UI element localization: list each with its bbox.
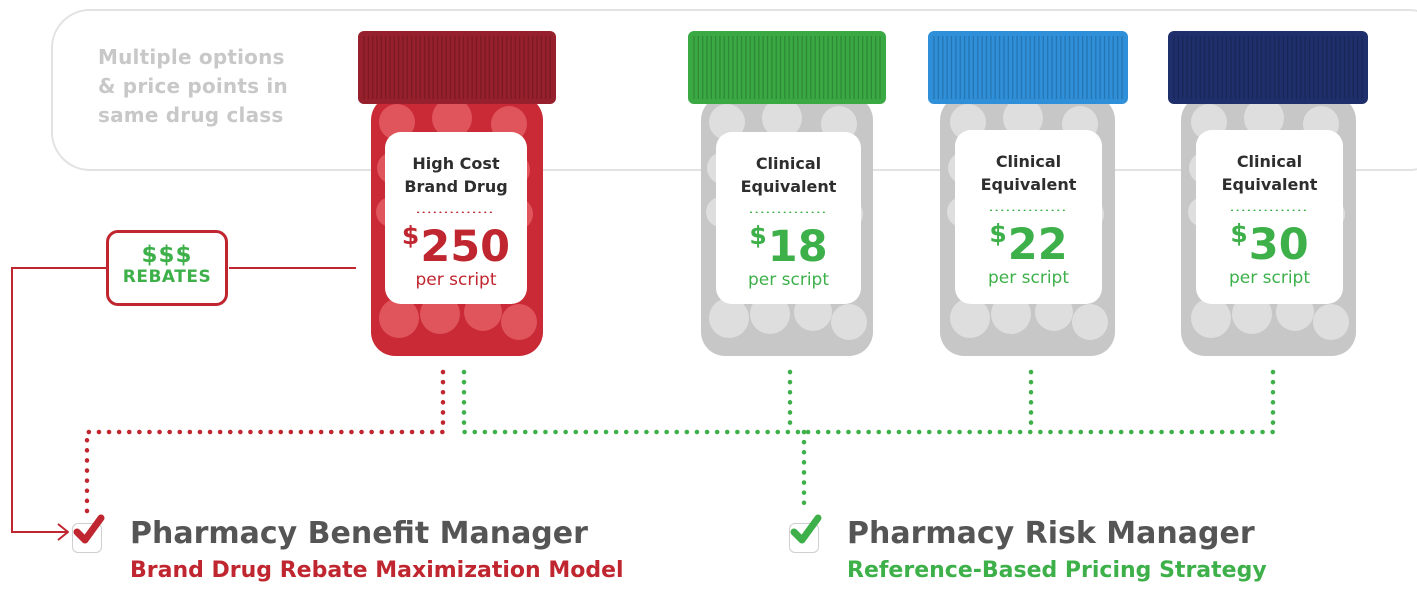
rebates-amount: $$$ xyxy=(141,242,193,268)
price-unit: per script xyxy=(987,268,1069,288)
options-note: Multiple options & price points in same … xyxy=(98,43,328,130)
bottle-title-line: Equivalent xyxy=(740,177,837,196)
price-unit: per script xyxy=(747,270,829,290)
options-note-line: Multiple options xyxy=(98,45,285,69)
price-unit: per script xyxy=(1228,268,1310,288)
bottle-price: $18 xyxy=(716,223,861,269)
dotted-divider xyxy=(989,209,1068,212)
rebate-arrowhead xyxy=(57,523,69,541)
bottle-cap xyxy=(928,31,1128,104)
pill xyxy=(1313,304,1349,340)
price-amount: 22 xyxy=(1007,220,1068,270)
pill xyxy=(1232,294,1272,334)
pill xyxy=(432,98,472,138)
pill xyxy=(762,98,802,138)
bottle-price: $250 xyxy=(385,223,527,269)
bottle-title-line: Equivalent xyxy=(980,175,1077,194)
rebates-box: $$$ REBATES xyxy=(106,230,228,306)
bottle-price: $22 xyxy=(955,221,1102,267)
price-amount: 18 xyxy=(767,222,828,272)
pill xyxy=(709,104,745,140)
pill xyxy=(831,304,867,340)
bottle-cap xyxy=(1168,31,1368,104)
pill xyxy=(1244,98,1284,138)
currency-symbol: $ xyxy=(401,221,420,250)
bottle-title-line: Clinical xyxy=(995,152,1062,171)
pill xyxy=(1191,298,1231,338)
rebate-line-left xyxy=(11,267,106,533)
pill xyxy=(1072,304,1108,340)
pill xyxy=(1003,98,1043,138)
dotted-divider xyxy=(1230,209,1309,212)
checkmark-icon xyxy=(790,514,822,544)
bottle-title-line: Brand Drug xyxy=(404,177,508,196)
pbm-block: Pharmacy Benefit Manager Brand Drug Reba… xyxy=(68,506,688,596)
options-note-line: & price points in xyxy=(98,74,288,98)
prm-title: Pharmacy Risk Manager xyxy=(847,516,1255,551)
price-unit: per script xyxy=(415,270,497,290)
currency-symbol: $ xyxy=(989,219,1007,248)
pill xyxy=(991,294,1031,334)
bottle-cap xyxy=(688,31,886,104)
bottle-label-brand: High Cost Brand Drug $250 per script xyxy=(385,132,527,304)
bottle-title-line: Clinical xyxy=(755,154,822,173)
prm-subtitle: Reference-Based Pricing Strategy xyxy=(847,558,1267,583)
bottle-price: $30 xyxy=(1196,221,1343,267)
pill xyxy=(709,298,749,338)
pbm-subtitle: Brand Drug Rebate Maximization Model xyxy=(130,558,624,583)
bottle-title-line: Clinical xyxy=(1236,152,1303,171)
dotted-divider xyxy=(749,211,828,214)
pbm-dotted-path xyxy=(84,369,446,515)
prm-block: Pharmacy Risk Manager Reference-Based Pr… xyxy=(785,506,1345,596)
bottle-label-generic-2: Clinical Equivalent $22 per script xyxy=(955,130,1102,304)
price-amount: 250 xyxy=(420,222,511,272)
pbm-title: Pharmacy Benefit Manager xyxy=(130,516,588,551)
bottle-title-line: Equivalent xyxy=(1221,175,1318,194)
checkmark-icon xyxy=(73,514,105,544)
dotted-divider xyxy=(417,211,495,214)
bottle-cap xyxy=(358,31,556,104)
prm-dotted-path-main xyxy=(461,369,1276,435)
price-amount: 30 xyxy=(1248,220,1309,270)
pill xyxy=(750,294,790,334)
pill xyxy=(379,298,419,338)
pill xyxy=(950,298,990,338)
options-note-line: same drug class xyxy=(98,103,284,127)
pill xyxy=(501,304,537,340)
pill xyxy=(420,294,460,334)
bottle-title-line: High Cost xyxy=(412,154,500,173)
bottle-label-generic-3: Clinical Equivalent $30 per script xyxy=(1196,130,1343,304)
bottle-label-generic-1: Clinical Equivalent $18 per script xyxy=(716,132,861,304)
pill xyxy=(379,104,415,140)
currency-symbol: $ xyxy=(749,221,767,250)
rebates-label: REBATES xyxy=(122,267,212,287)
currency-symbol: $ xyxy=(1230,219,1248,248)
